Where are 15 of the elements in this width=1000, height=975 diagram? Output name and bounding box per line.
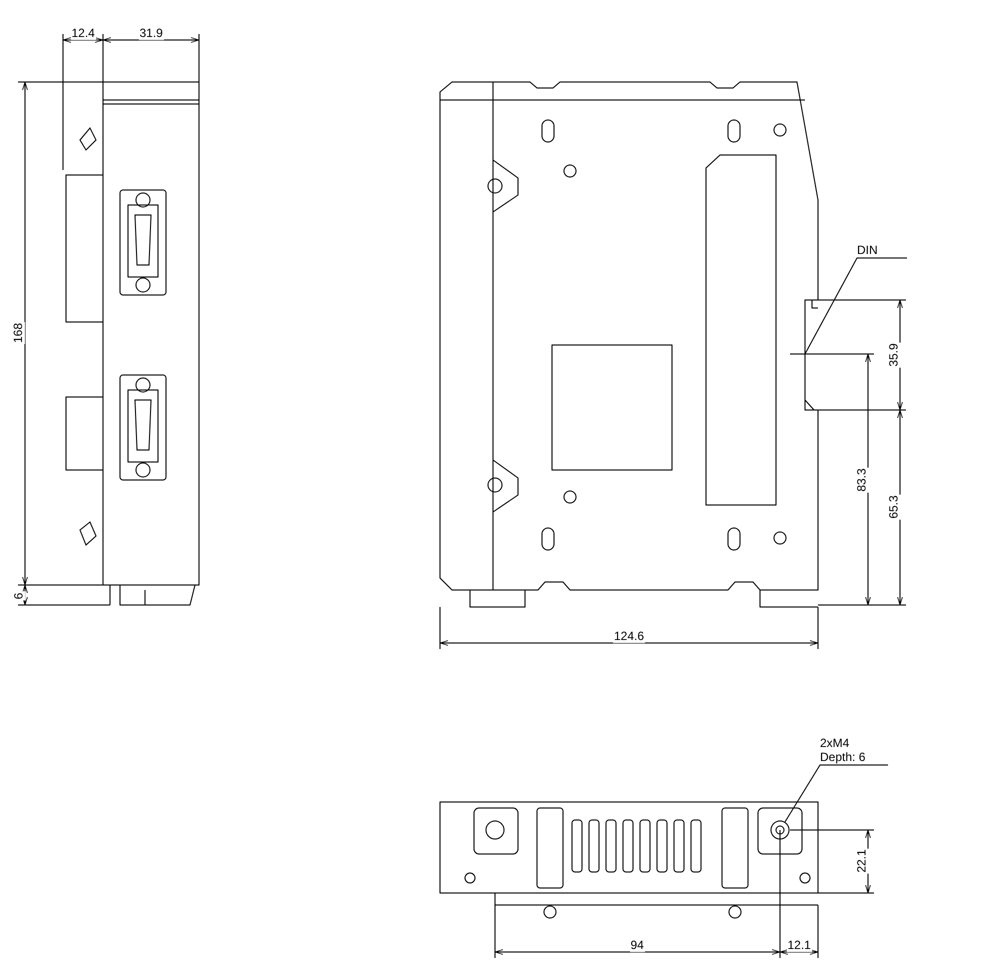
dimension-value: 22.1 — [854, 848, 868, 874]
dimension-value: 12.1 — [786, 938, 812, 952]
leader-line — [784, 764, 888, 823]
dimension-value: 31.9 — [138, 26, 164, 40]
callout-label: DIN — [857, 243, 897, 257]
callout-label: 2xM4 Depth: 6 — [820, 736, 878, 764]
leader-line — [804, 258, 908, 354]
dimension-value: 168 — [11, 322, 26, 344]
dimension-value: 12.4 — [70, 26, 96, 40]
threaded-hole — [770, 820, 790, 840]
dimension-value: 94 — [630, 938, 645, 952]
dimension-value: 83.3 — [854, 467, 868, 493]
dimension-value: 35.9 — [886, 342, 900, 368]
dimension-value: 65.3 — [886, 494, 900, 520]
dimension-value: 124.6 — [613, 629, 646, 643]
